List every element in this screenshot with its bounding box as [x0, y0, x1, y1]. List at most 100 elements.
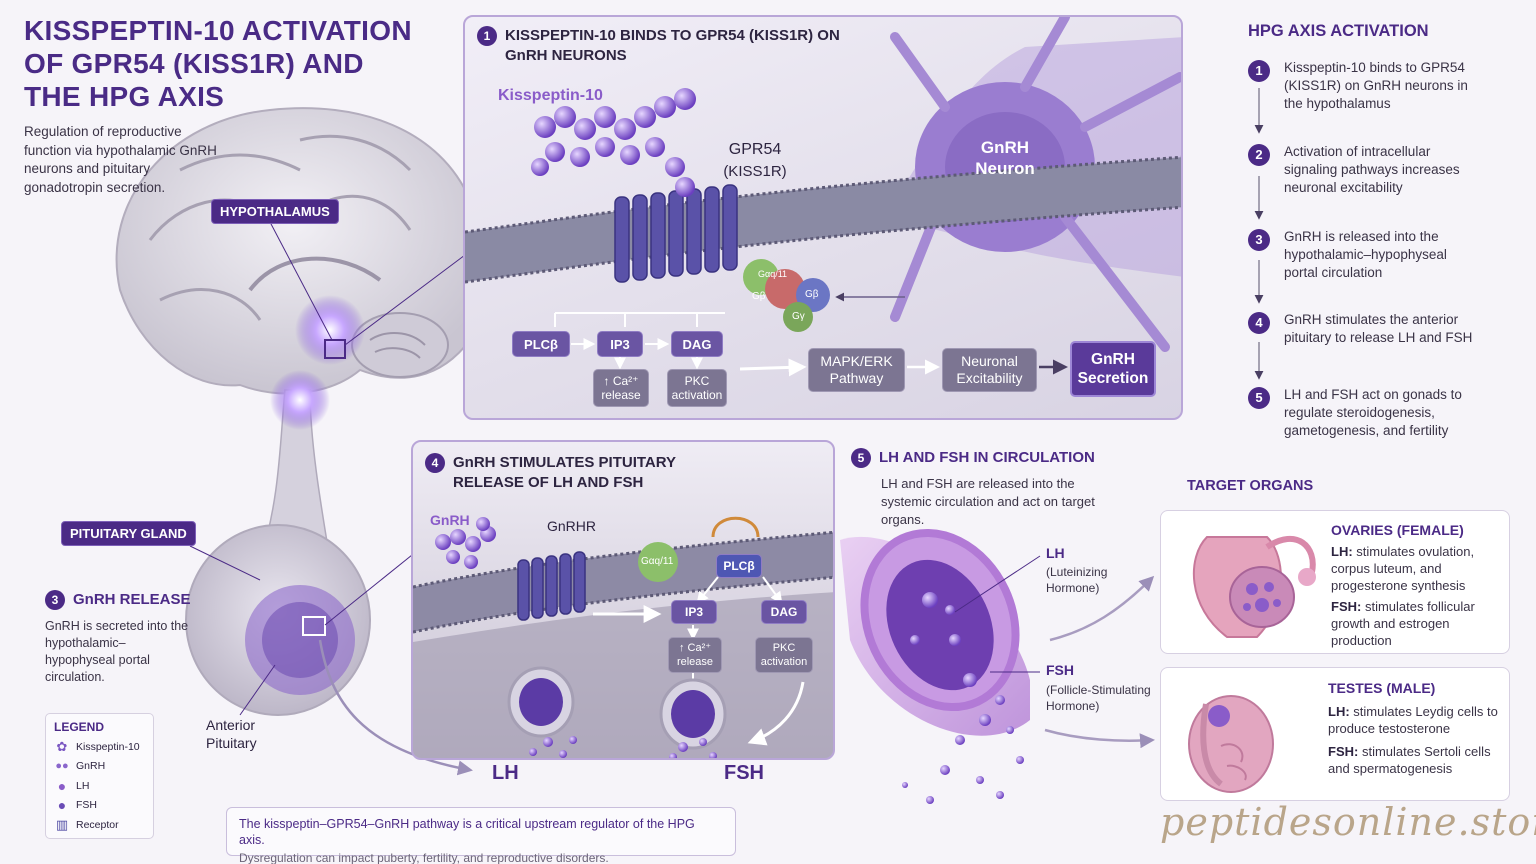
lh-swatch-icon: ●	[57, 777, 67, 794]
hpg-step-3: 3 GnRH is released into the hypothalamic–…	[1248, 228, 1518, 282]
g-beta-label: Gβ	[752, 291, 766, 302]
pituitary-gland-label: PITUITARY GLAND	[61, 521, 196, 546]
section-5-body: LH and FSH are released into the systemi…	[881, 476, 1095, 527]
legend-item-gnrh: ●● GnRH	[54, 757, 145, 777]
panel-1-number: 1	[477, 26, 497, 46]
ovaries-fsh-key: FSH:	[1331, 599, 1362, 614]
ovaries-text: OVARIES (FEMALE) LH: stimulates ovulatio…	[1331, 522, 1503, 649]
testes-fsh-text: stimulates Sertoli cells and spermatogen…	[1328, 744, 1491, 776]
ovaries-lh-text: stimulates ovulation, corpus luteum, and…	[1331, 544, 1475, 593]
section-3-number: 3	[45, 590, 65, 610]
panel-2-ca-release-node: ↑ Ca²⁺ release	[668, 637, 722, 673]
ovaries-lh-key: LH:	[1331, 544, 1353, 559]
panel-pituitary-release: 4 GnRH STIMULATES PITUITARY RELEASE OF LH…	[411, 440, 835, 760]
pituitary-illustration	[185, 370, 473, 776]
section-3-body: GnRH is secreted into the hypothalamic–h…	[45, 619, 189, 684]
legend-label-fsh: FSH	[76, 799, 97, 812]
hpg-axis-title: HPG AXIS ACTIVATION	[1248, 22, 1429, 40]
panel-2-title: GnRH STIMULATES PITUITARY RELEASE OF LH …	[453, 454, 676, 491]
section-5-title: LH AND FSH IN CIRCULATION	[879, 449, 1095, 466]
pkc-activation-node: PKC activation	[667, 369, 727, 407]
page-title: KISSPEPTIN-10 ACTIVATION OF GPR54 (KISS1…	[24, 15, 412, 112]
legend: LEGEND ✿ Kisspeptin-10 ●● GnRH ● LH ● FSH ▥ R…	[45, 713, 154, 839]
legend-item-lh: ● LH	[54, 776, 145, 796]
kisspeptin-label: Kisspeptin-10	[498, 87, 603, 104]
target-organs-title: TARGET ORGANS	[1187, 478, 1314, 494]
legend-label-gnrh: GnRH	[76, 760, 106, 773]
ovaries-illustration	[1192, 535, 1316, 638]
footer-line-2: Dysregulation can impact puberty, fertil…	[239, 851, 609, 864]
legend-label-receptor: Receptor	[76, 818, 119, 831]
g-protein-graphic	[743, 259, 830, 332]
kiss1r-label: (KISS1R)	[723, 163, 787, 180]
kisspeptin-peptide-graphic	[531, 88, 696, 197]
gpr54-label: GPR54	[728, 141, 782, 158]
legend-label-kisspeptin: Kisspeptin-10	[76, 740, 140, 753]
panel-kisspeptin-binding: 1 KISSPEPTIN-10 BINDS TO GPR54 (KISS1R) O…	[463, 15, 1183, 420]
testes-text: TESTES (MALE) LH: stimulates Leydig cell…	[1328, 680, 1504, 777]
panel-2-pkc-node: PKC activation	[755, 637, 813, 673]
section-gnrh-release: 3 GnRH RELEASE GnRH is secreted into the …	[45, 590, 195, 686]
panel-2-heading: 4 GnRH STIMULATES PITUITARY RELEASE OF LH…	[425, 453, 755, 493]
ovaries-card: OVARIES (FEMALE) LH: stimulates ovulatio…	[1160, 510, 1510, 654]
fsh-swatch-icon: ●	[57, 797, 67, 814]
secretory-vesicles-graphic	[507, 666, 727, 758]
hpg-step-4-number: 4	[1248, 312, 1270, 334]
g-alpha-label: Gαq/11	[758, 269, 788, 279]
hpg-step-1: 1 Kisspeptin-10 binds to GPR54 (KISS1R) o…	[1248, 59, 1518, 113]
panel-2-ip3-node: IP3	[671, 600, 717, 624]
hpg-step-1-text: Kisspeptin-10 binds to GPR54 (KISS1R) on…	[1284, 60, 1468, 111]
fsh-circulation-label: FSH	[1046, 662, 1074, 678]
gnrh-peptide-graphic	[435, 517, 496, 569]
hpg-steps-connector	[1254, 88, 1264, 380]
brain-illustration	[115, 107, 471, 395]
page-subtitle: Regulation of reproductive function via …	[24, 124, 217, 195]
section-3-title: GnRH RELEASE	[73, 591, 191, 608]
lh-circulation-sub: (Luteinizing Hormone)	[1046, 565, 1108, 595]
hpg-step-5-number: 5	[1248, 387, 1270, 409]
panel-1-title: KISSPEPTIN-10 BINDS TO GPR54 (KISS1R) ON…	[505, 27, 840, 64]
testes-lh-key: LH:	[1328, 704, 1350, 719]
gnrh-secretion-node: GnRH Secretion	[1070, 341, 1156, 397]
kisspeptin-swatch-icon: ✿	[56, 738, 68, 754]
legend-item-fsh: ● FSH	[54, 796, 145, 816]
gnrhr-receptor-graphic	[517, 551, 586, 621]
hpg-step-4-text: GnRH stimulates the anterior pituitary t…	[1284, 312, 1473, 345]
footer-note: The kisspeptin–GPR54–GnRH pathway is a c…	[226, 807, 736, 864]
ovaries-fsh-text: stimulates follicular growth and estroge…	[1331, 599, 1475, 648]
ovaries-title: OVARIES (FEMALE)	[1331, 522, 1464, 538]
testes-fsh-key: FSH:	[1328, 744, 1359, 759]
receptor-swatch-icon: ▥	[55, 816, 69, 832]
hpg-step-1-number: 1	[1248, 60, 1270, 82]
gnrhr-label: GnRHR	[547, 518, 597, 534]
legend-title: LEGEND	[54, 720, 105, 734]
section-circulation: 5 LH AND FSH IN CIRCULATION LH and FSH ar…	[851, 448, 1101, 529]
ca-release-node: ↑ Ca²⁺ release	[593, 369, 649, 407]
g-beta2-label: Gβ	[805, 289, 819, 300]
footer-line-1: The kisspeptin–GPR54–GnRH pathway is a c…	[239, 817, 695, 847]
legend-item-kisspeptin: ✿ Kisspeptin-10	[54, 737, 145, 757]
panel-2-plcb-node: PLCβ	[716, 554, 762, 578]
lh-output-label: LH	[492, 762, 519, 784]
panel-2-number: 4	[425, 453, 445, 473]
gnrh-label: GnRH	[430, 512, 470, 528]
gnrh-neuron-label: GnRH Neuron	[975, 138, 1035, 178]
section-5-number: 5	[851, 448, 871, 468]
hpg-step-3-number: 3	[1248, 229, 1270, 251]
testes-title: TESTES (MALE)	[1328, 680, 1436, 696]
blood-vessel-illustration	[840, 528, 1155, 804]
gpr54-receptor-graphic	[614, 184, 738, 283]
fsh-circulation-sub: (Follicle-Stimulating Hormone)	[1046, 683, 1151, 713]
testes-illustration	[1188, 695, 1274, 793]
testes-lh-text: stimulates Leydig cells to produce testo…	[1328, 704, 1498, 736]
hpg-step-4: 4 GnRH stimulates the anterior pituitary …	[1248, 311, 1518, 347]
watermark: peptidesonline.store	[1160, 800, 1536, 844]
legend-label-lh: LH	[76, 779, 90, 792]
plcb-node: PLCβ	[512, 331, 570, 357]
hpg-step-3-text: GnRH is released into the hypothalamic–h…	[1284, 229, 1447, 280]
hpg-step-2-text: Activation of intracellular signaling pa…	[1284, 144, 1460, 195]
gnrh-swatch-icon: ●●	[55, 760, 69, 773]
